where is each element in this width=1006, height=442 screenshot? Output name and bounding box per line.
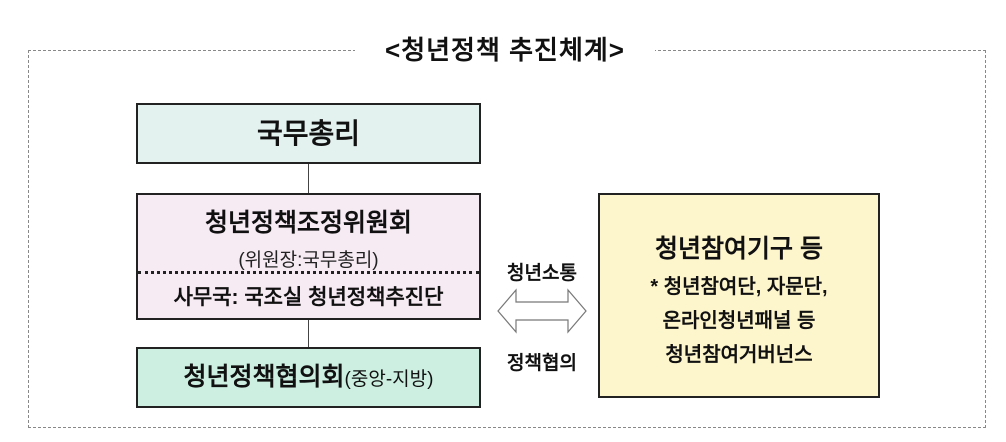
committee-name: 청년정책조정위원회 (204, 209, 412, 237)
council-box: 청년정책협의회(중앙-지방) (136, 347, 481, 408)
participation-line: 온라인청년패널 등 (662, 310, 816, 332)
committee-box: 청년정책조정위원회 (위원장:국무총리) 사무국: 국조실 청년정책추진단 (136, 193, 481, 320)
arrow-top-label: 청년소통 (507, 263, 577, 284)
double-arrow-icon (497, 288, 587, 334)
participation-line: 청년참여거버넌스 (665, 344, 813, 366)
participation-name: 청년참여기구 등 (655, 235, 823, 263)
prime-minister-box: 국무총리 (136, 103, 481, 164)
council-sub: (중앙-지방) (344, 369, 434, 390)
participation-box: 청년참여기구 등 * 청년참여단, 자문단, 온라인청년패널 등 청년참여거버넌… (598, 193, 880, 398)
connector-line (308, 164, 309, 193)
participation-line: * 청년참여단, 자문단, (650, 276, 828, 298)
arrow-bottom-label: 정책협의 (507, 353, 577, 374)
council-name: 청년정책협의회 (183, 363, 345, 391)
connector-line (308, 320, 309, 347)
diagram-title: <청년정책 추진체계> (355, 30, 655, 67)
dotted-divider (138, 271, 479, 274)
committee-chair: (위원장:국무총리) (238, 250, 379, 271)
committee-office: 사무국: 국조실 청년정책추진단 (173, 286, 444, 309)
